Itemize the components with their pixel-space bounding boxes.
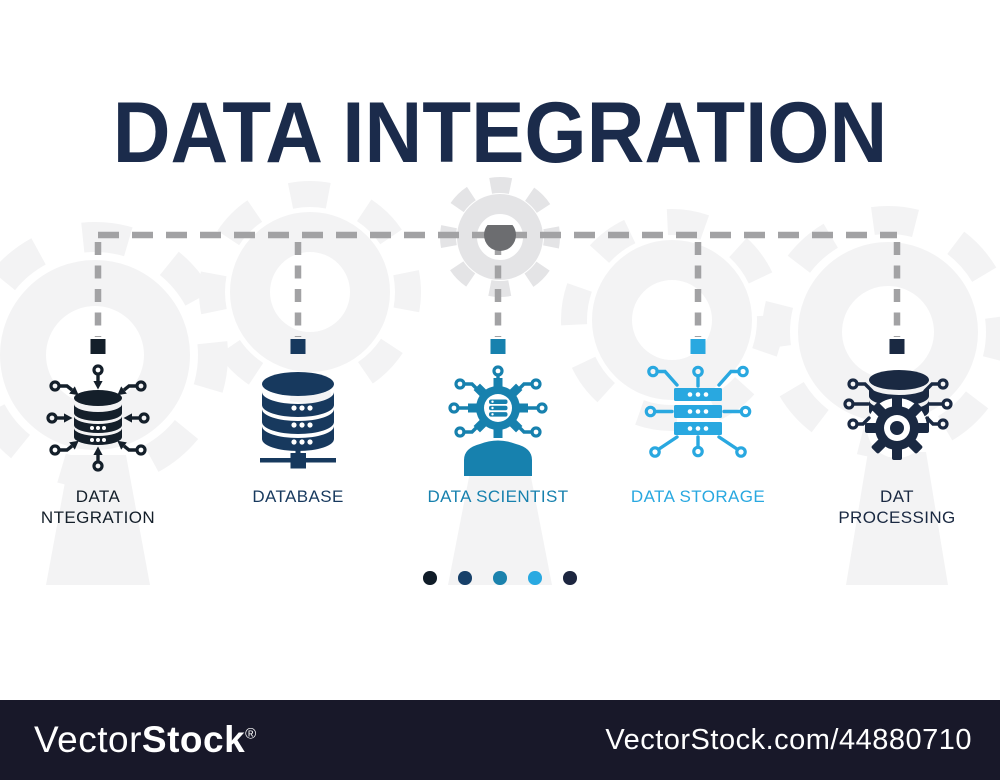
page-title: DATA INTEGRATION	[112, 85, 888, 181]
pagination-dot	[423, 571, 437, 585]
registered-mark: ®	[245, 725, 257, 743]
drop-square	[90, 339, 106, 354]
pagination-dot	[563, 571, 577, 585]
timeline-connector	[90, 225, 905, 354]
step-data-processing: DAT PROCESSING	[802, 358, 992, 528]
data-integration-icon	[46, 364, 150, 472]
step-label-line2: NTEGRATION	[40, 508, 156, 527]
step-label-line1: DATA	[75, 487, 121, 506]
step-data-integration: DATA NTEGRATION	[3, 358, 193, 528]
step-data-scientist: DATA SCIENTIST	[403, 358, 593, 507]
step-label: DATA NTEGRATION	[3, 486, 193, 528]
connector-drop-lines	[94, 242, 901, 337]
pagination-dot	[493, 571, 507, 585]
step-label-line1: DAT	[880, 487, 914, 506]
database-icon	[260, 372, 336, 469]
step-label: DATA SCIENTIST	[403, 486, 593, 507]
background-beams	[46, 452, 948, 585]
step-label-line2: PROCESSING	[838, 508, 956, 527]
step-label: DATABASE	[203, 486, 393, 507]
step-database: DATABASE	[203, 358, 393, 507]
step-label: DAT PROCESSING	[802, 486, 992, 528]
step-label-line1: DATA SCIENTIST	[427, 487, 569, 506]
pagination-dot	[528, 571, 542, 585]
data-processing-icon	[843, 370, 953, 460]
drop-square	[889, 339, 905, 354]
pagination-dot	[458, 571, 472, 585]
pagination-dots	[0, 571, 1000, 585]
hub-dot	[484, 225, 516, 251]
watermark-url: VectorStock.com/44880710	[605, 723, 972, 756]
step-label-line1: DATA STORAGE	[630, 487, 766, 506]
step-label-line1: DATABASE	[252, 487, 344, 506]
step-label: DATA STORAGE	[603, 486, 793, 507]
drop-square	[490, 339, 506, 354]
vectorstock-logo-light: Vector	[34, 719, 142, 760]
data-scientist-icon	[448, 365, 548, 476]
vectorstock-logo-bold: Stock	[141, 719, 246, 760]
step-data-storage: DATA STORAGE	[603, 358, 793, 507]
watermark-bar: VectorStock® VectorStock.com/44880710	[0, 700, 1000, 780]
vectorstock-logo: VectorStock®	[34, 719, 257, 761]
drop-square	[690, 339, 706, 354]
data-storage-icon	[644, 365, 752, 458]
drop-square	[290, 339, 306, 354]
